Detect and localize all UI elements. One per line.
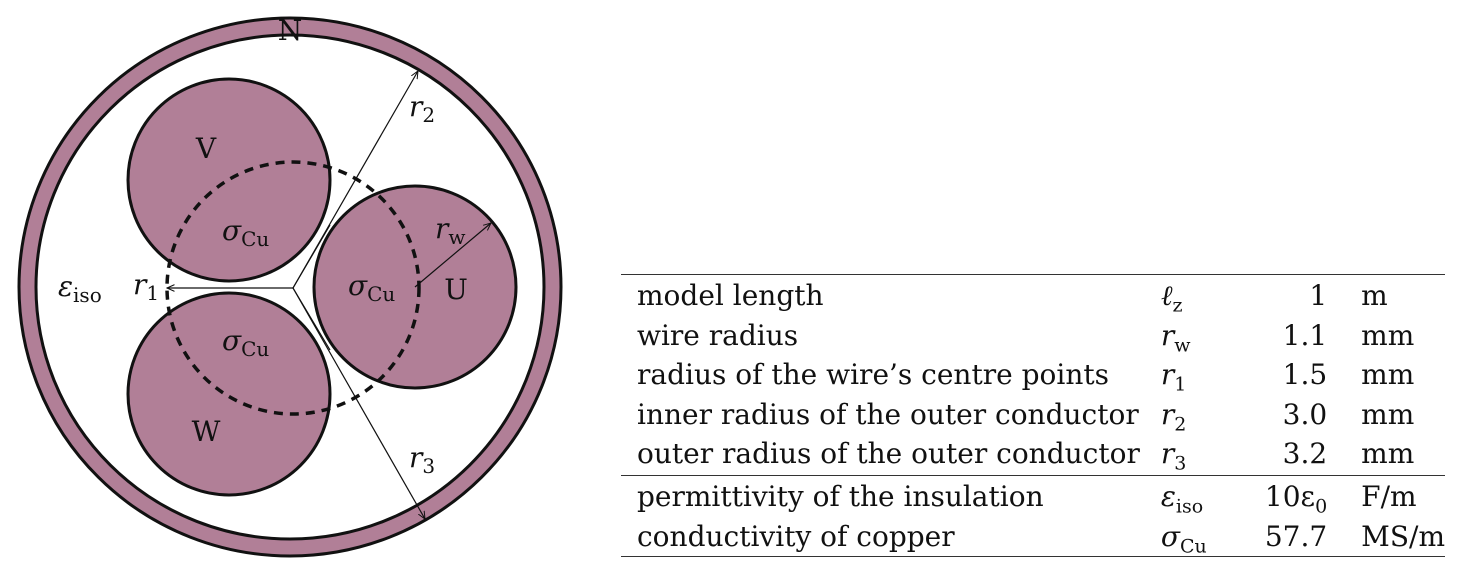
label-r3: r3 xyxy=(409,441,435,478)
param-unit: mm xyxy=(1361,358,1415,392)
label-sigma-v: σCu xyxy=(222,214,269,251)
label-phase-v: V xyxy=(195,132,217,165)
param-description: wire radius xyxy=(637,318,799,352)
label-rw: rw xyxy=(435,212,466,249)
param-value: 3.0 xyxy=(1282,397,1328,431)
param-value: 1.1 xyxy=(1282,318,1328,352)
param-symbol: ℓz xyxy=(1160,279,1183,317)
param-description: model length xyxy=(637,279,824,312)
param-value: 10ε0 xyxy=(1264,479,1328,518)
param-symbol: r3 xyxy=(1160,437,1187,475)
table-row: conductivity of copper σCu 57.7 MS/m xyxy=(621,517,1445,557)
parameter-table: model length ℓz 1 m wire radius rw 1.1 m… xyxy=(621,274,1445,557)
param-unit: F/m xyxy=(1361,479,1417,513)
r2-arrow xyxy=(292,71,418,289)
centre-points-circle xyxy=(165,160,421,416)
param-value: 1 xyxy=(1309,279,1328,312)
param-unit: mm xyxy=(1361,437,1415,471)
param-description: outer radius of the outer conductor xyxy=(637,437,1140,471)
table-row: wire radius rw 1.1 mm xyxy=(621,316,1445,356)
table-row: inner radius of the outer conductor r2 3… xyxy=(621,395,1445,435)
label-epsilon-iso: εiso xyxy=(58,270,102,307)
r3-arrow xyxy=(292,287,425,519)
param-description: inner radius of the outer conductor xyxy=(637,397,1139,431)
param-unit: mm xyxy=(1361,397,1415,431)
outer-conductor-ring xyxy=(17,16,563,558)
label-neutral: N xyxy=(278,14,303,47)
param-unit: mm xyxy=(1361,318,1415,352)
param-unit: m xyxy=(1361,279,1388,312)
table-row: outer radius of the outer conductor r3 3… xyxy=(621,434,1445,475)
param-description: permittivity of the insulation xyxy=(637,479,1044,513)
label-r1: r1 xyxy=(133,268,159,305)
table-row: permittivity of the insulation εiso 10ε0… xyxy=(621,475,1445,516)
param-symbol: r2 xyxy=(1160,397,1187,436)
param-symbol: εiso xyxy=(1160,479,1204,518)
label-sigma-w: σCu xyxy=(222,324,269,361)
param-value: 57.7 xyxy=(1264,519,1328,553)
param-value: 3.2 xyxy=(1282,437,1328,471)
param-unit: MS/m xyxy=(1361,519,1445,553)
table-row: radius of the wire’s centre points r1 1.… xyxy=(621,355,1445,395)
param-description: radius of the wire’s centre points xyxy=(637,358,1109,392)
label-phase-w: W xyxy=(192,415,221,448)
rw-arrow xyxy=(414,223,491,288)
label-sigma-u: σCu xyxy=(348,269,395,306)
param-symbol: σCu xyxy=(1160,519,1207,558)
table-row: model length ℓz 1 m xyxy=(621,275,1445,316)
param-description: conductivity of copper xyxy=(637,519,955,553)
label-r2: r2 xyxy=(409,90,435,127)
wire-v xyxy=(126,77,332,283)
param-symbol: r1 xyxy=(1160,358,1187,396)
param-value: 1.5 xyxy=(1282,358,1328,392)
cable-cross-section-diagram: N V U W σCu σCu σCu εiso r1 r2 r3 rw xyxy=(17,14,563,558)
param-symbol: rw xyxy=(1160,318,1191,357)
label-phase-u: U xyxy=(444,273,468,306)
